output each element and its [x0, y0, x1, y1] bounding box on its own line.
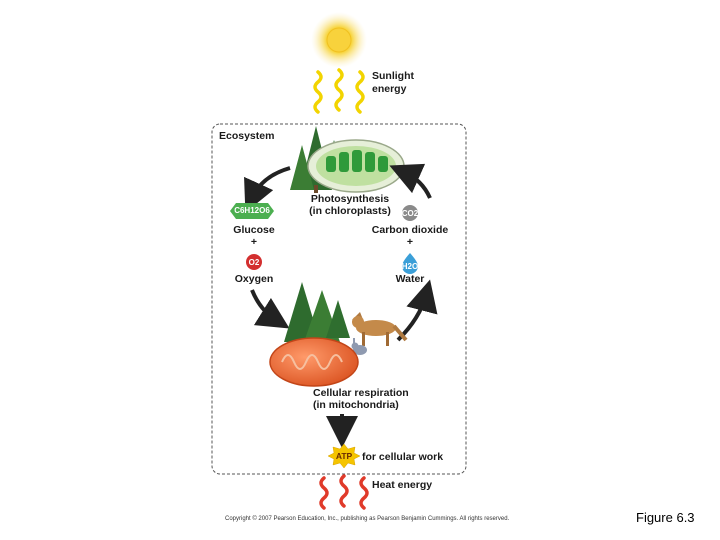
sunlight-waves-icon	[313, 68, 365, 114]
cellular-work-label: for cellular work	[362, 451, 444, 463]
atp-label: ATP	[335, 451, 353, 461]
coyote-icon	[352, 312, 408, 346]
atp-starburst-icon	[327, 443, 361, 469]
copyright-text: Copyright © 2007 Pearson Education, Inc.…	[225, 516, 510, 522]
glucose-formula: C6H12O6	[234, 206, 270, 215]
respiration-label-line1: Cellular respiration	[313, 387, 409, 399]
ecosystem-boundary	[211, 123, 467, 475]
mitochondrion-icon	[269, 337, 359, 387]
photosynthesis-label-line2: (in chloroplasts)	[309, 205, 391, 217]
co2-formula: CO2	[401, 209, 419, 218]
ecosystem-label: Ecosystem	[219, 130, 275, 142]
co2-molecule-icon	[402, 205, 418, 221]
oxygen-label: Oxygen	[234, 273, 274, 285]
heat-energy-label: Heat energy	[372, 479, 433, 491]
arrow-photosynthesis-to-glucose	[244, 166, 291, 213]
figure-caption: Figure 6.3	[636, 510, 695, 525]
oxygen-molecule-icon	[246, 254, 262, 270]
glucose-hexagon-icon	[230, 203, 274, 219]
arrow-oxygen-to-respiration	[250, 289, 290, 329]
water-drop-icon	[402, 253, 418, 274]
glucose-label: Glucose	[233, 224, 275, 236]
arrow-co2-to-photosynthesis	[389, 163, 432, 199]
photosynthesis-label-line1: Photosynthesis	[310, 193, 390, 205]
glucose-plus: +	[250, 236, 258, 248]
rabbit-icon	[351, 338, 367, 355]
h2o-formula: H2O	[401, 262, 419, 271]
sunlight-label-line1: Sunlight	[372, 70, 414, 82]
chloroplast-icon	[307, 139, 405, 193]
co2-plus: +	[406, 236, 414, 248]
respiration-label-line2: (in mitochondria)	[313, 399, 399, 411]
heat-waves-icon	[319, 474, 369, 510]
sunlight-label-line2: energy	[372, 83, 407, 95]
water-label: Water	[395, 273, 425, 285]
oxygen-formula: O2	[248, 258, 260, 267]
carbon-dioxide-label: Carbon dioxide	[371, 224, 449, 236]
trees-bottom-icon	[284, 282, 350, 342]
